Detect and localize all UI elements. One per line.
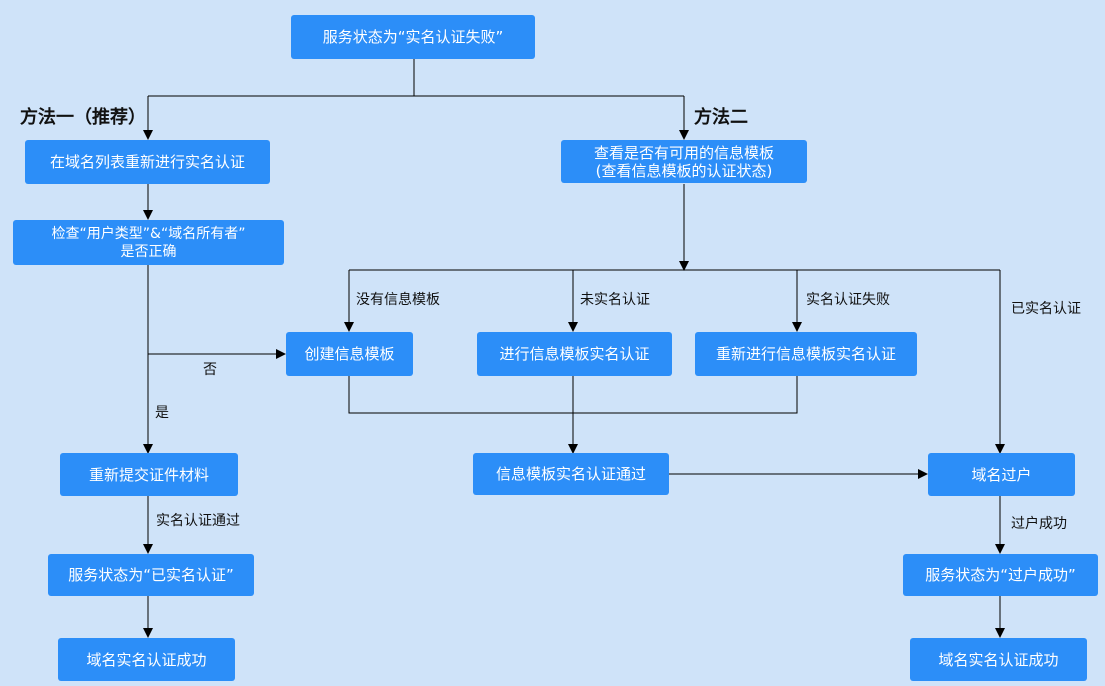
node-reverify-template: 重新进行信息模板实名认证 [695, 332, 917, 376]
node-m2-success-text: 域名实名认证成功 [938, 650, 1059, 669]
node-domain-transfer-text: 域名过户 [971, 465, 1032, 484]
node-m1-check: 检查“用户类型”&“域名所有者” 是否正确 [13, 220, 284, 265]
heading-method1: 方法一（推荐） [20, 107, 146, 128]
edge-label-not-verified: 未实名认证 [580, 292, 650, 308]
edge-label-verify-failed: 实名认证失败 [806, 292, 890, 308]
node-m1-status-verified-text: 服务状态为“已实名认证” [68, 566, 234, 584]
edge-label-verify-passed: 实名认证通过 [156, 513, 240, 529]
edge-label-no: 否 [203, 362, 217, 378]
node-m1-status-verified: 服务状态为“已实名认证” [48, 554, 254, 596]
node-m1-resubmit-text: 重新提交证件材料 [88, 465, 209, 484]
edge-label-yes: 是 [155, 405, 169, 421]
node-m2-status-transferred-text: 服务状态为“过户成功” [925, 566, 1076, 584]
heading-method2: 方法二 [694, 107, 748, 128]
node-verify-template-text: 进行信息模板实名认证 [499, 345, 650, 363]
node-verify-template: 进行信息模板实名认证 [477, 332, 672, 376]
node-m1-step1-text: 在域名列表重新进行实名认证 [49, 153, 245, 171]
node-m1-step1: 在域名列表重新进行实名认证 [25, 140, 270, 184]
node-domain-transfer: 域名过户 [928, 453, 1075, 496]
node-m2-success: 域名实名认证成功 [910, 638, 1087, 681]
node-m2-status-transferred: 服务状态为“过户成功” [903, 554, 1098, 596]
node-create-template-text: 创建信息模板 [304, 345, 395, 363]
node-m1-success: 域名实名认证成功 [58, 638, 235, 681]
node-template-passed-text: 信息模板实名认证通过 [495, 465, 646, 483]
node-m1-resubmit: 重新提交证件材料 [60, 453, 238, 496]
node-reverify-template-text: 重新进行信息模板实名认证 [715, 345, 896, 363]
edge-label-verified: 已实名认证 [1011, 301, 1081, 317]
node-m2-view-line2: (查看信息模板的认证状态) [595, 161, 773, 180]
node-m1-check-line2: 是否正确 [120, 243, 177, 260]
node-m1-check-line1: 检查“用户类型”&“域名所有者” [51, 225, 246, 242]
node-m1-success-text: 域名实名认证成功 [86, 650, 207, 669]
node-m2-view: 查看是否有可用的信息模板 (查看信息模板的认证状态) [561, 140, 807, 183]
node-start-text: 服务状态为“实名认证失败” [322, 28, 504, 46]
node-start: 服务状态为“实名认证失败” [291, 15, 535, 59]
node-m2-view-line1: 查看是否有可用的信息模板 [593, 143, 774, 162]
edge-label-transfer-success: 过户成功 [1011, 516, 1067, 532]
edge-label-no-template: 没有信息模板 [356, 292, 440, 308]
node-create-template: 创建信息模板 [286, 332, 413, 376]
node-template-passed: 信息模板实名认证通过 [473, 453, 669, 495]
